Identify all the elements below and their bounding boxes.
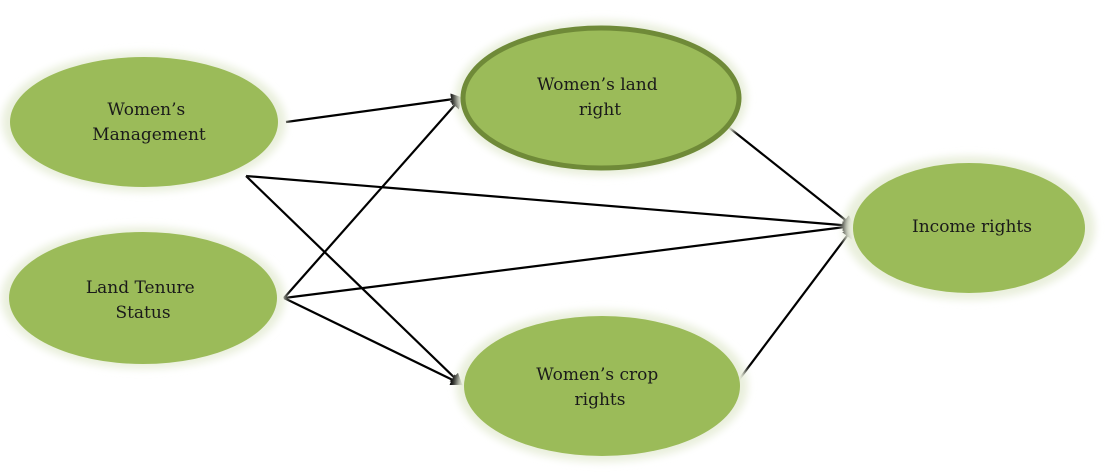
node-income-rights: Income rights: [843, 156, 1095, 300]
arrow-crop-rights-to-income-rights: [734, 226, 855, 386]
arrow-land-tenure-to-crop-rights: [283, 297, 463, 386]
node-womens-crop-rights: Women’s crop rights: [456, 310, 748, 462]
node-womens-land-right: Women’s land right: [455, 20, 747, 176]
node-label: Women’s crop rights: [536, 365, 663, 410]
arrow-management-to-crop-rights: [245, 175, 463, 386]
node-label: Women’s land right: [537, 75, 663, 120]
node-label: Income rights: [912, 217, 1032, 237]
node-shape: [853, 163, 1085, 293]
node-womens-management: Women’s Management: [2, 52, 286, 192]
arrow-management-to-income-rights: [245, 174, 855, 232]
node-label: Land Tenure Status: [86, 278, 200, 323]
node-shape: [464, 316, 740, 456]
node-land-tenure-status: Land Tenure Status: [1, 227, 285, 369]
node-shape: [10, 57, 278, 187]
arrow-land-right-to-income-rights: [721, 121, 855, 228]
node-label: Women’s Management: [92, 100, 206, 145]
arrow-land-tenure-to-land-right: [283, 96, 463, 299]
node-shape: [9, 232, 277, 364]
node-shape: [460, 25, 742, 171]
arrow-management-to-land-right: [285, 93, 463, 124]
arrow-land-tenure-to-income-rights: [283, 221, 855, 300]
arrow-layer: [245, 93, 855, 386]
